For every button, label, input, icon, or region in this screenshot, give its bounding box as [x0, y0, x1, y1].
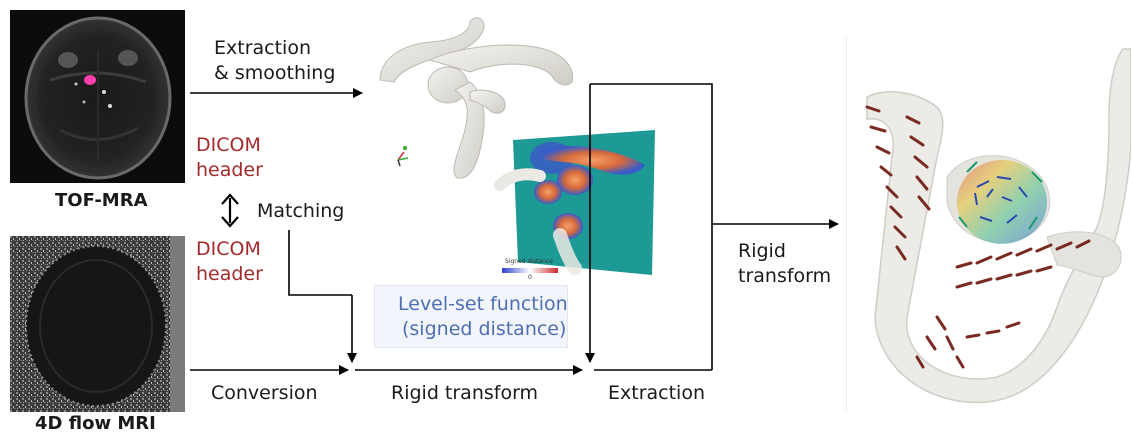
rigid-transform-right-line1: Rigid	[738, 240, 786, 262]
rigid-transform-right-line2: transform	[738, 265, 832, 287]
extraction-smoothing-line1: Extraction	[214, 37, 311, 59]
4d-flow-mri-label: 4D flow MRI	[35, 413, 156, 434]
colorbar-title: Signed distance	[505, 258, 553, 265]
level-set-line2: (signed distance)	[402, 318, 567, 340]
tof-mra-image	[10, 10, 185, 183]
conversion-label: Conversion	[211, 382, 318, 404]
matching-label: Matching	[257, 200, 345, 222]
level-set-line1: Level-set function	[398, 293, 568, 315]
colorbar-zero: 0	[528, 274, 532, 281]
connector-vessel-to-extraction	[590, 83, 713, 370]
matching-double-arrow-icon	[221, 193, 239, 228]
dicom-header-bottom-line2: header	[196, 263, 263, 285]
level-set-box	[374, 285, 568, 348]
extraction-smoothing-line2: & smoothing	[214, 62, 336, 84]
rigid-transform-bottom-label: Rigid transform	[391, 382, 539, 404]
tof-mra-label: TOF-MRA	[55, 190, 148, 211]
velocity-field-render	[846, 37, 1131, 412]
extraction-label: Extraction	[608, 382, 705, 404]
dicom-header-top-line1: DICOM	[196, 134, 261, 156]
4d-flow-mri-image	[10, 236, 185, 412]
connector-matching	[288, 230, 352, 296]
dicom-header-top-line2: header	[196, 159, 263, 181]
dicom-header-bottom-line1: DICOM	[196, 238, 261, 260]
